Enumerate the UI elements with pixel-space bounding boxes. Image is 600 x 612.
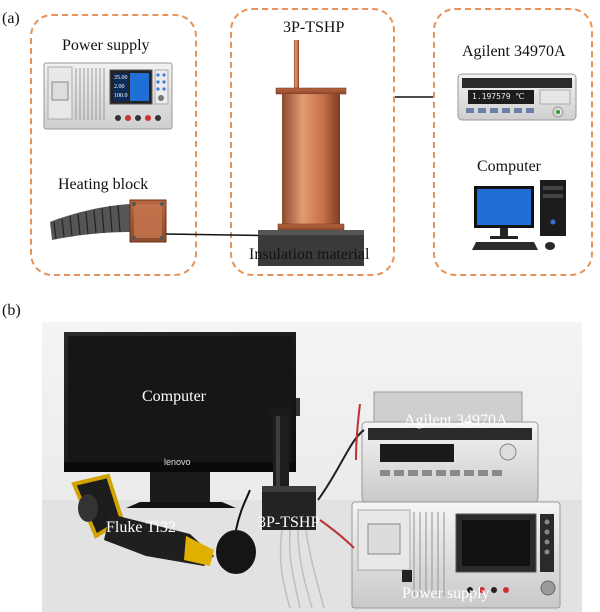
insulation-label: Insulation material bbox=[249, 246, 370, 263]
agilent-photo bbox=[361, 391, 539, 503]
monitor-photo bbox=[64, 332, 296, 508]
computer-device bbox=[472, 180, 566, 250]
power-supply-device bbox=[43, 62, 173, 130]
ps-readout-3: 100.0 bbox=[114, 93, 128, 99]
center-dashed-panel bbox=[230, 8, 395, 276]
monitor-brand: lenovo bbox=[164, 457, 191, 467]
panel-b-tag: (b) bbox=[2, 302, 21, 319]
right-dashed-panel bbox=[433, 8, 593, 276]
heating-block-label: Heating block bbox=[58, 176, 149, 193]
power-supply-label: Power supply bbox=[62, 37, 150, 54]
agilent-device bbox=[457, 73, 577, 121]
tshp-label: 3P-TSHP bbox=[283, 19, 345, 36]
agilent-label: Agilent 34970A bbox=[462, 43, 566, 60]
heat-pipe-photo bbox=[262, 398, 325, 609]
photo-tshp-label: 3P-TSHP bbox=[258, 514, 320, 531]
computer-label: Computer bbox=[477, 158, 541, 175]
panel-a-drawing bbox=[43, 40, 577, 266]
photo-computer-label: Computer bbox=[142, 388, 206, 405]
left-dashed-panel bbox=[30, 14, 197, 276]
photo-power-supply-label: Power supply bbox=[402, 585, 490, 602]
mouse-photo bbox=[216, 489, 256, 574]
ps-readout-2: 2.00 bbox=[114, 84, 125, 90]
photo-fluke-label: Fluke Ti32 bbox=[106, 519, 176, 536]
photo-agilent-label: Agilent 34970A bbox=[404, 412, 508, 429]
agilent-readout: 1.197579 ℃ bbox=[472, 92, 525, 101]
heat-pipe-device bbox=[258, 40, 364, 266]
power-supply-photo bbox=[351, 501, 561, 609]
ps-readout-1: 35.00 bbox=[114, 75, 128, 81]
fluke-camera-photo bbox=[71, 473, 214, 566]
heating-block-device bbox=[50, 199, 167, 243]
panel-a-tag: (a) bbox=[2, 10, 20, 27]
